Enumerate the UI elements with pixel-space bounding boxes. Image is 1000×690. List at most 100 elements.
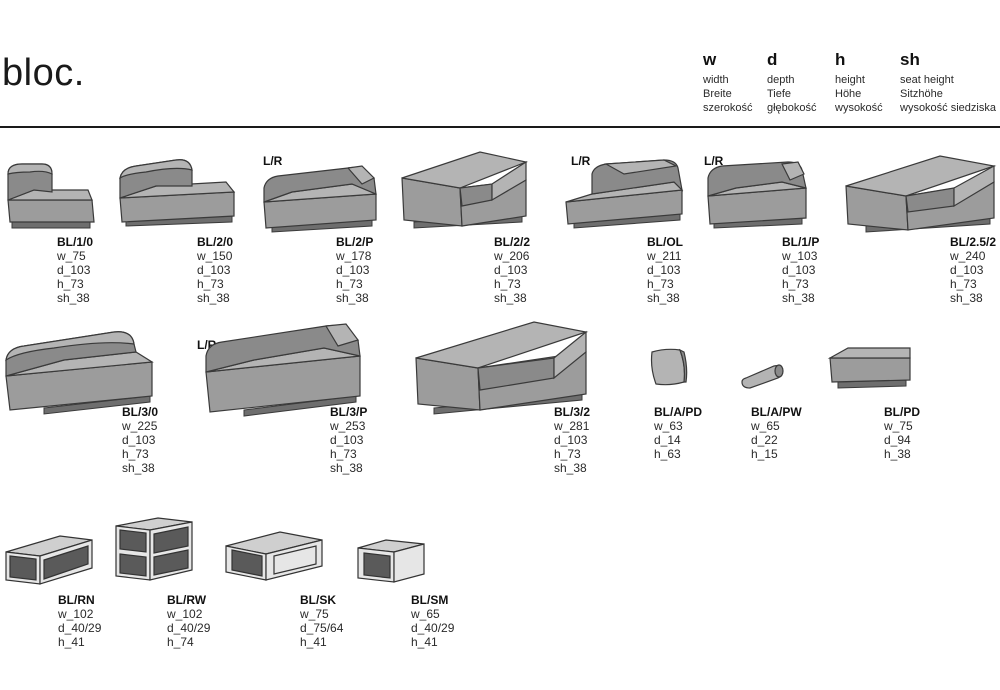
sofa-bl-2-5-2-image: [845, 155, 997, 233]
shelf-bl-rw-image: [115, 517, 193, 581]
product-code: BL/2.5/2: [950, 235, 997, 249]
sofa-bl-ol-image: [565, 159, 684, 229]
sofa-bl-1-p-image: [707, 161, 807, 229]
sofa-bl-3-2-image: [415, 321, 589, 415]
dimension: w_150: [197, 249, 233, 263]
dimension: w_63: [654, 419, 683, 433]
dimension: d_103: [330, 433, 364, 447]
product-code: BL/2/P: [336, 235, 374, 249]
table-bl-sm-image: [357, 539, 425, 583]
product-bl-sm: BL/SM w_65 d_40/29 h_41: [411, 593, 454, 649]
dimension: w_103: [782, 249, 818, 263]
product-code: BL/2/0: [197, 235, 234, 249]
dimension: w_211: [647, 249, 682, 263]
dimension: h_74: [167, 635, 194, 649]
product-code: BL/2/2: [494, 235, 531, 249]
dimension: h_73: [950, 277, 977, 291]
page-title: bloc.: [2, 52, 85, 94]
legend-line: height: [835, 74, 865, 86]
dimension: d_103: [554, 433, 588, 447]
legend-seat-height: sh seat height Sitzhöhe wysokość siedzis…: [900, 50, 996, 115]
dimension: d_22: [751, 433, 778, 447]
product-code: BL/1/0: [57, 235, 94, 249]
lr-label: L/R: [571, 154, 591, 168]
dimension: d_103: [57, 263, 91, 277]
legend-height: h height Höhe wysokość: [835, 50, 883, 115]
dimension: h_38: [884, 447, 911, 461]
product-bl-2-5-2: BL/2.5/2 w_240 d_103 h_73 sh_38: [950, 235, 996, 305]
dimension: h_73: [554, 447, 581, 461]
product-bl-ol: BL/OL w_211 d_103 h_73 sh_38: [647, 235, 683, 305]
sofa-bl-2-p-image: [263, 165, 377, 233]
dimension: w_225: [122, 419, 158, 433]
product-code: BL/1/P: [782, 235, 820, 249]
header-divider: [0, 126, 1000, 128]
sofa-bl-3-0-image: [5, 331, 154, 415]
legend-line: wysokość: [835, 102, 883, 114]
dimension: w_240: [950, 249, 986, 263]
dimension: w_65: [411, 607, 440, 621]
sofa-bl-1-0-image: [7, 163, 95, 229]
dimension: sh_38: [122, 461, 155, 475]
dimension: d_14: [654, 433, 681, 447]
product-bl-rn: BL/RN w_102 d_40/29 h_41: [58, 593, 101, 649]
table-bl-sk-image: [225, 531, 323, 581]
product-bl-pd: BL/PD w_75 d_94 h_38: [884, 405, 920, 461]
lr-label: L/R: [263, 154, 283, 168]
dimension: h_73: [57, 277, 84, 291]
product-bl-a-pd: BL/A/PD w_63 d_14 h_63: [654, 405, 702, 461]
product-code: BL/A/PD: [654, 405, 702, 419]
legend-key: h: [835, 50, 846, 69]
product-code: BL/RN: [58, 593, 95, 607]
product-code: BL/PD: [884, 405, 920, 419]
dimension: sh_38: [554, 461, 587, 475]
dimension: h_73: [494, 277, 521, 291]
dimension: w_206: [494, 249, 530, 263]
dimension: w_102: [167, 607, 203, 621]
pouf-bl-pd-image: [827, 347, 911, 389]
legend-key: w: [703, 50, 717, 69]
sofa-bl-2-2-image: [401, 151, 529, 229]
dimension: d_75/64: [300, 621, 344, 635]
product-code: BL/RW: [167, 593, 207, 607]
dimension: d_40/29: [411, 621, 455, 635]
dimension: h_41: [300, 635, 327, 649]
dimension: sh_38: [336, 291, 369, 305]
dimension: w_75: [884, 419, 913, 433]
legend-line: wysokość siedziska: [900, 102, 996, 114]
legend-line: Sitzhöhe: [900, 88, 943, 100]
product-bl-3-p: BL/3/P w_253 d_103 h_73 sh_38: [330, 405, 367, 475]
dimension: w_75: [57, 249, 86, 263]
product-bl-2-0: BL/2/0 w_150 d_103 h_73 sh_38: [197, 235, 233, 305]
dimension: d_40/29: [58, 621, 102, 635]
product-bl-3-2: BL/3/2 w_281 d_103 h_73 sh_38: [554, 405, 590, 475]
legend-depth: d depth Tiefe głębokość: [767, 50, 817, 115]
dimension: sh_38: [494, 291, 527, 305]
dimension: w_178: [336, 249, 372, 263]
dimension: w_75: [300, 607, 329, 621]
product-code: BL/OL: [647, 235, 683, 249]
dimension: d_103: [494, 263, 528, 277]
dimension: d_103: [122, 433, 156, 447]
dimension: w_65: [751, 419, 780, 433]
product-bl-3-0: BL/3/0 w_225 d_103 h_73 sh_38: [122, 405, 158, 475]
legend-line: Breite: [703, 88, 732, 100]
bolster-bl-a-pw-image: [741, 364, 784, 389]
legend-line: depth: [767, 74, 795, 86]
dimension: sh_38: [950, 291, 983, 305]
product-code: BL/3/P: [330, 405, 368, 419]
product-bl-sk: BL/SK w_75 d_75/64 h_41: [300, 593, 343, 649]
legend-line: szerokość: [703, 102, 753, 114]
dimension: sh_38: [197, 291, 230, 305]
sofa-bl-3-p-image: [205, 323, 361, 417]
legend-line: Höhe: [835, 88, 862, 100]
legend-key: d: [767, 50, 778, 69]
dimension: w_102: [58, 607, 94, 621]
lr-label: L/R: [704, 154, 724, 168]
legend-line: width: [703, 74, 729, 86]
product-bl-rw: BL/RW w_102 d_40/29 h_74: [167, 593, 210, 649]
product-code: BL/3/2: [554, 405, 591, 419]
dimension: h_41: [411, 635, 438, 649]
legend-line: głębokość: [767, 102, 817, 114]
dimension: h_73: [197, 277, 224, 291]
